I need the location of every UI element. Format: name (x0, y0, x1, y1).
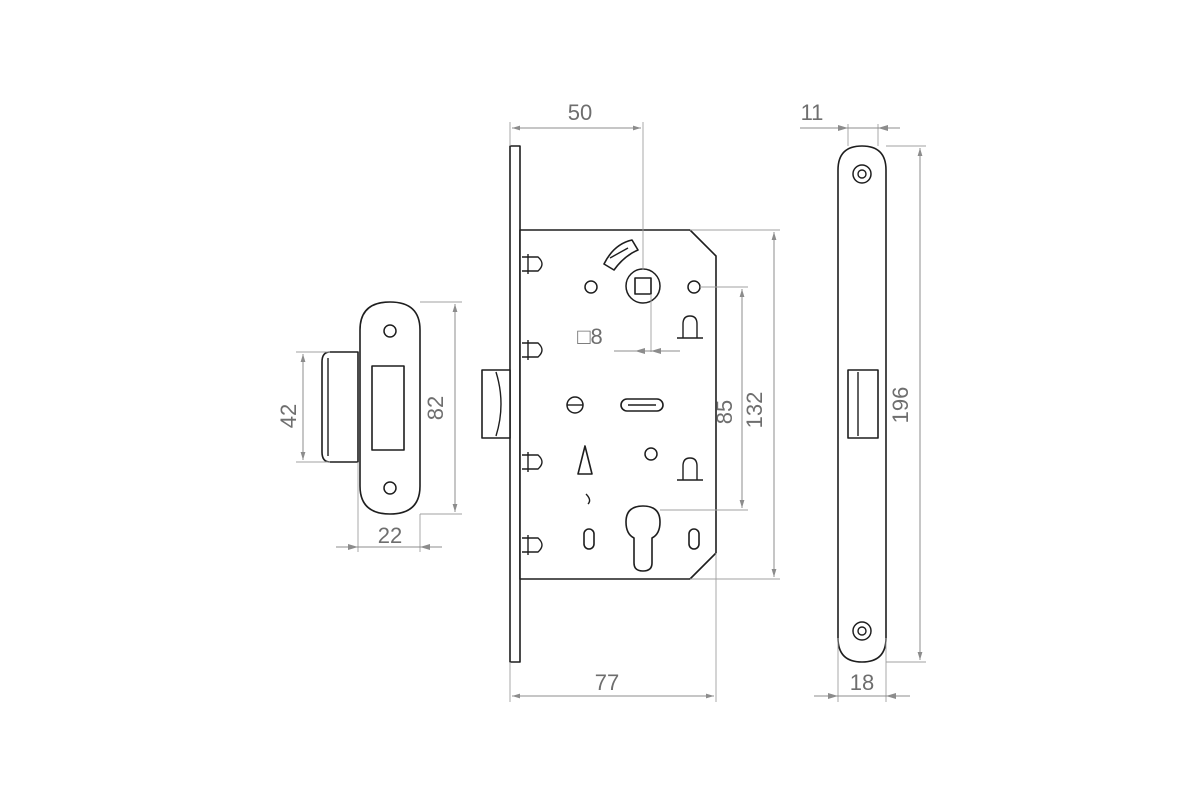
faceplate-latch (847, 369, 879, 439)
dim-strike-plate-height-label: 82 (423, 396, 448, 420)
dim-faceplate-width-label: 18 (850, 670, 874, 695)
u-slot-upper (677, 315, 703, 339)
latch-bolt (481, 369, 511, 439)
lock-case (519, 229, 717, 580)
spring-pin (577, 445, 593, 475)
oval-hole-left (583, 528, 595, 550)
faceplate-screw-bottom (852, 621, 872, 641)
faceplate-front-view: 11 196 18 (800, 100, 926, 702)
dim-case-depth-label: 77 (595, 670, 619, 695)
screw-hole-upper-right (687, 280, 701, 294)
latch-cam (603, 239, 639, 271)
dim-strike-height-label: 42 (276, 404, 301, 428)
lock-body-view: 50 □8 85 132 77 (481, 100, 780, 702)
dim-spindle-label: □8 (577, 324, 603, 349)
square-spindle-hole (634, 277, 652, 295)
screw-hole-middle (644, 447, 658, 461)
oval-hole-right (688, 528, 700, 550)
case-rivets (522, 254, 543, 555)
screw-hole-upper-left (584, 280, 598, 294)
strike-screw-hole-top (383, 324, 397, 338)
euro-cylinder-cutout (625, 505, 661, 572)
u-slot-lower (677, 457, 703, 481)
dim-centre-distance-label: 85 (712, 400, 737, 424)
lock-faceplate-side (509, 145, 521, 663)
dim-case-height-label: 132 (742, 392, 767, 429)
strike-plate-view: 42 82 22 (276, 301, 462, 552)
strike-screw-hole-bottom (383, 481, 397, 495)
dim-backset-label: 50 (568, 100, 592, 125)
dim-faceplate-height-label: 196 (888, 387, 913, 424)
faceplate-screw-top (852, 164, 872, 184)
strike-latch-opening (371, 365, 405, 451)
dim-strike-width-label: 22 (378, 523, 402, 548)
dim-faceplate-offset-label: 11 (801, 100, 824, 125)
